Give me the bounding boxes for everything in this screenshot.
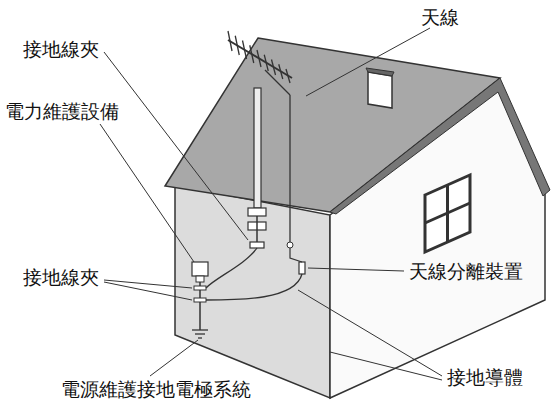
callout-label: 電力維護設備 <box>4 100 120 123</box>
antenna-element <box>228 31 232 51</box>
antenna-discharge-unit <box>287 242 305 274</box>
callout-label: 接地導體 <box>446 366 524 389</box>
antenna-mast <box>248 70 290 248</box>
ground-electrode <box>192 330 208 338</box>
callout-label: 電源維護接地電極系統 <box>60 378 252 401</box>
window <box>425 175 470 252</box>
antenna-element <box>286 69 290 83</box>
antenna-element <box>279 64 283 79</box>
antenna-element <box>235 36 239 55</box>
antenna <box>228 31 292 83</box>
antenna-element <box>250 45 254 63</box>
antenna-element <box>243 41 247 60</box>
callout-label: 天線分離裝置 <box>408 260 524 283</box>
left-wall <box>175 185 330 398</box>
power-service-equipment <box>192 262 208 330</box>
chimney-cap <box>366 68 394 76</box>
antenna-element <box>257 50 261 67</box>
leader-lines <box>100 28 442 380</box>
callout-label: 接地線夾 <box>22 266 100 289</box>
antenna-element <box>272 60 276 76</box>
antenna-element <box>264 55 268 71</box>
label: 天線 <box>420 6 460 29</box>
ground-conductor <box>206 248 302 300</box>
callout-label: 接地線夾 <box>22 38 100 61</box>
chimney <box>368 72 392 108</box>
